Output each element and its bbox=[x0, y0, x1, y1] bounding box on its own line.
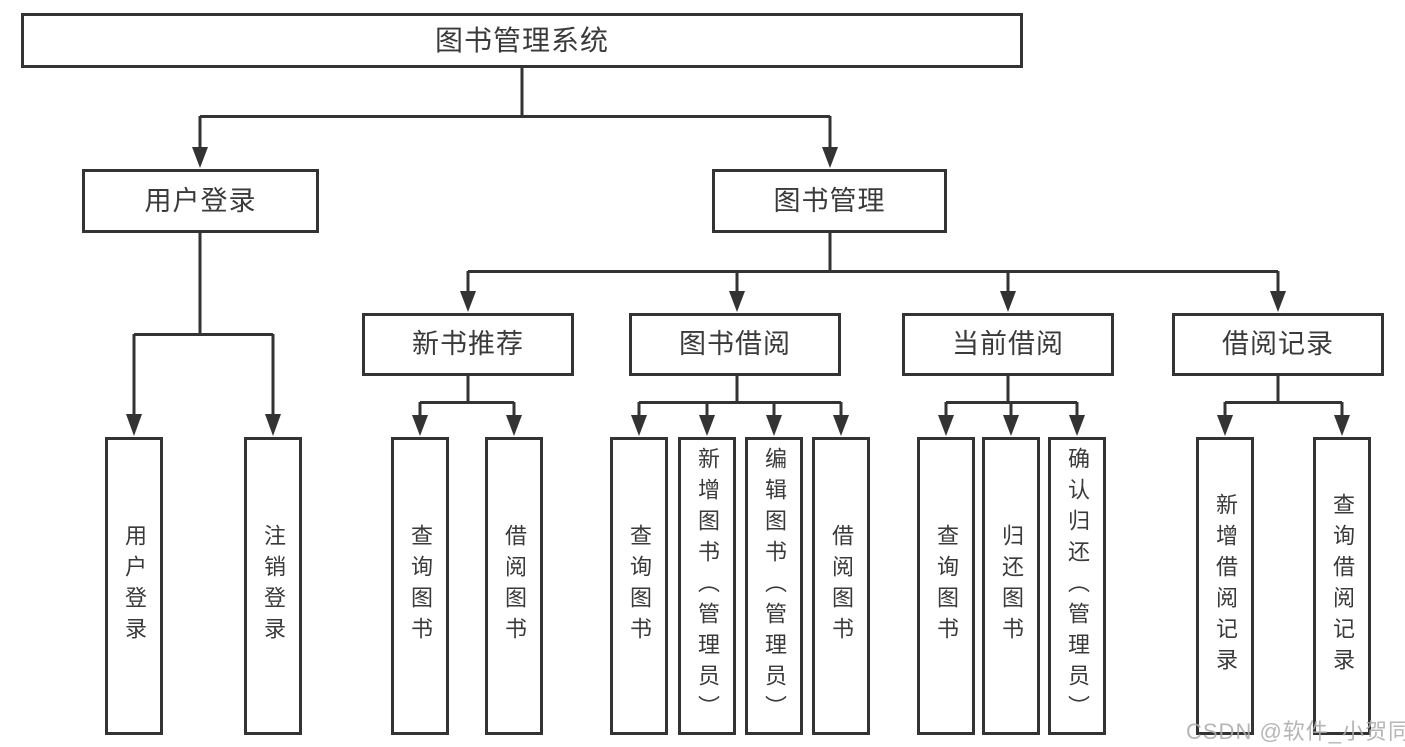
leaf-borrow-books-recommend: 借阅图书 bbox=[485, 437, 543, 735]
node-new-book-recommend: 新书推荐 bbox=[362, 313, 574, 376]
leaf-return-book: 归还图书 bbox=[982, 437, 1040, 735]
node-user-login: 用户登录 bbox=[82, 169, 319, 233]
leaf-add-book-admin: 新增图书（管理员） bbox=[678, 437, 736, 735]
leaf-query-books-recommend: 查询图书 bbox=[391, 437, 449, 735]
leaf-confirm-return-admin: 确认归还（管理员） bbox=[1048, 437, 1106, 735]
watermark-text: CSDN @软件_小贺同学 bbox=[1186, 719, 1405, 744]
leaf-borrow-books: 借阅图书 bbox=[812, 437, 870, 735]
leaf-query-borrow-record: 查询借阅记录 bbox=[1313, 437, 1371, 735]
leaf-logout: 注销登录 bbox=[244, 437, 302, 735]
leaf-query-books-current: 查询图书 bbox=[917, 437, 975, 735]
node-book-management: 图书管理 bbox=[712, 169, 947, 233]
node-borrow-records: 借阅记录 bbox=[1172, 313, 1384, 376]
leaf-user-login: 用户登录 bbox=[105, 437, 163, 735]
leaf-add-borrow-record: 新增借阅记录 bbox=[1196, 437, 1254, 735]
node-book-borrow: 图书借阅 bbox=[629, 313, 841, 376]
leaf-edit-book-admin: 编辑图书（管理员） bbox=[745, 437, 803, 735]
node-library-management-system: 图书管理系统 bbox=[21, 13, 1023, 68]
leaf-query-books-borrow: 查询图书 bbox=[610, 437, 668, 735]
node-current-borrow: 当前借阅 bbox=[902, 313, 1114, 376]
